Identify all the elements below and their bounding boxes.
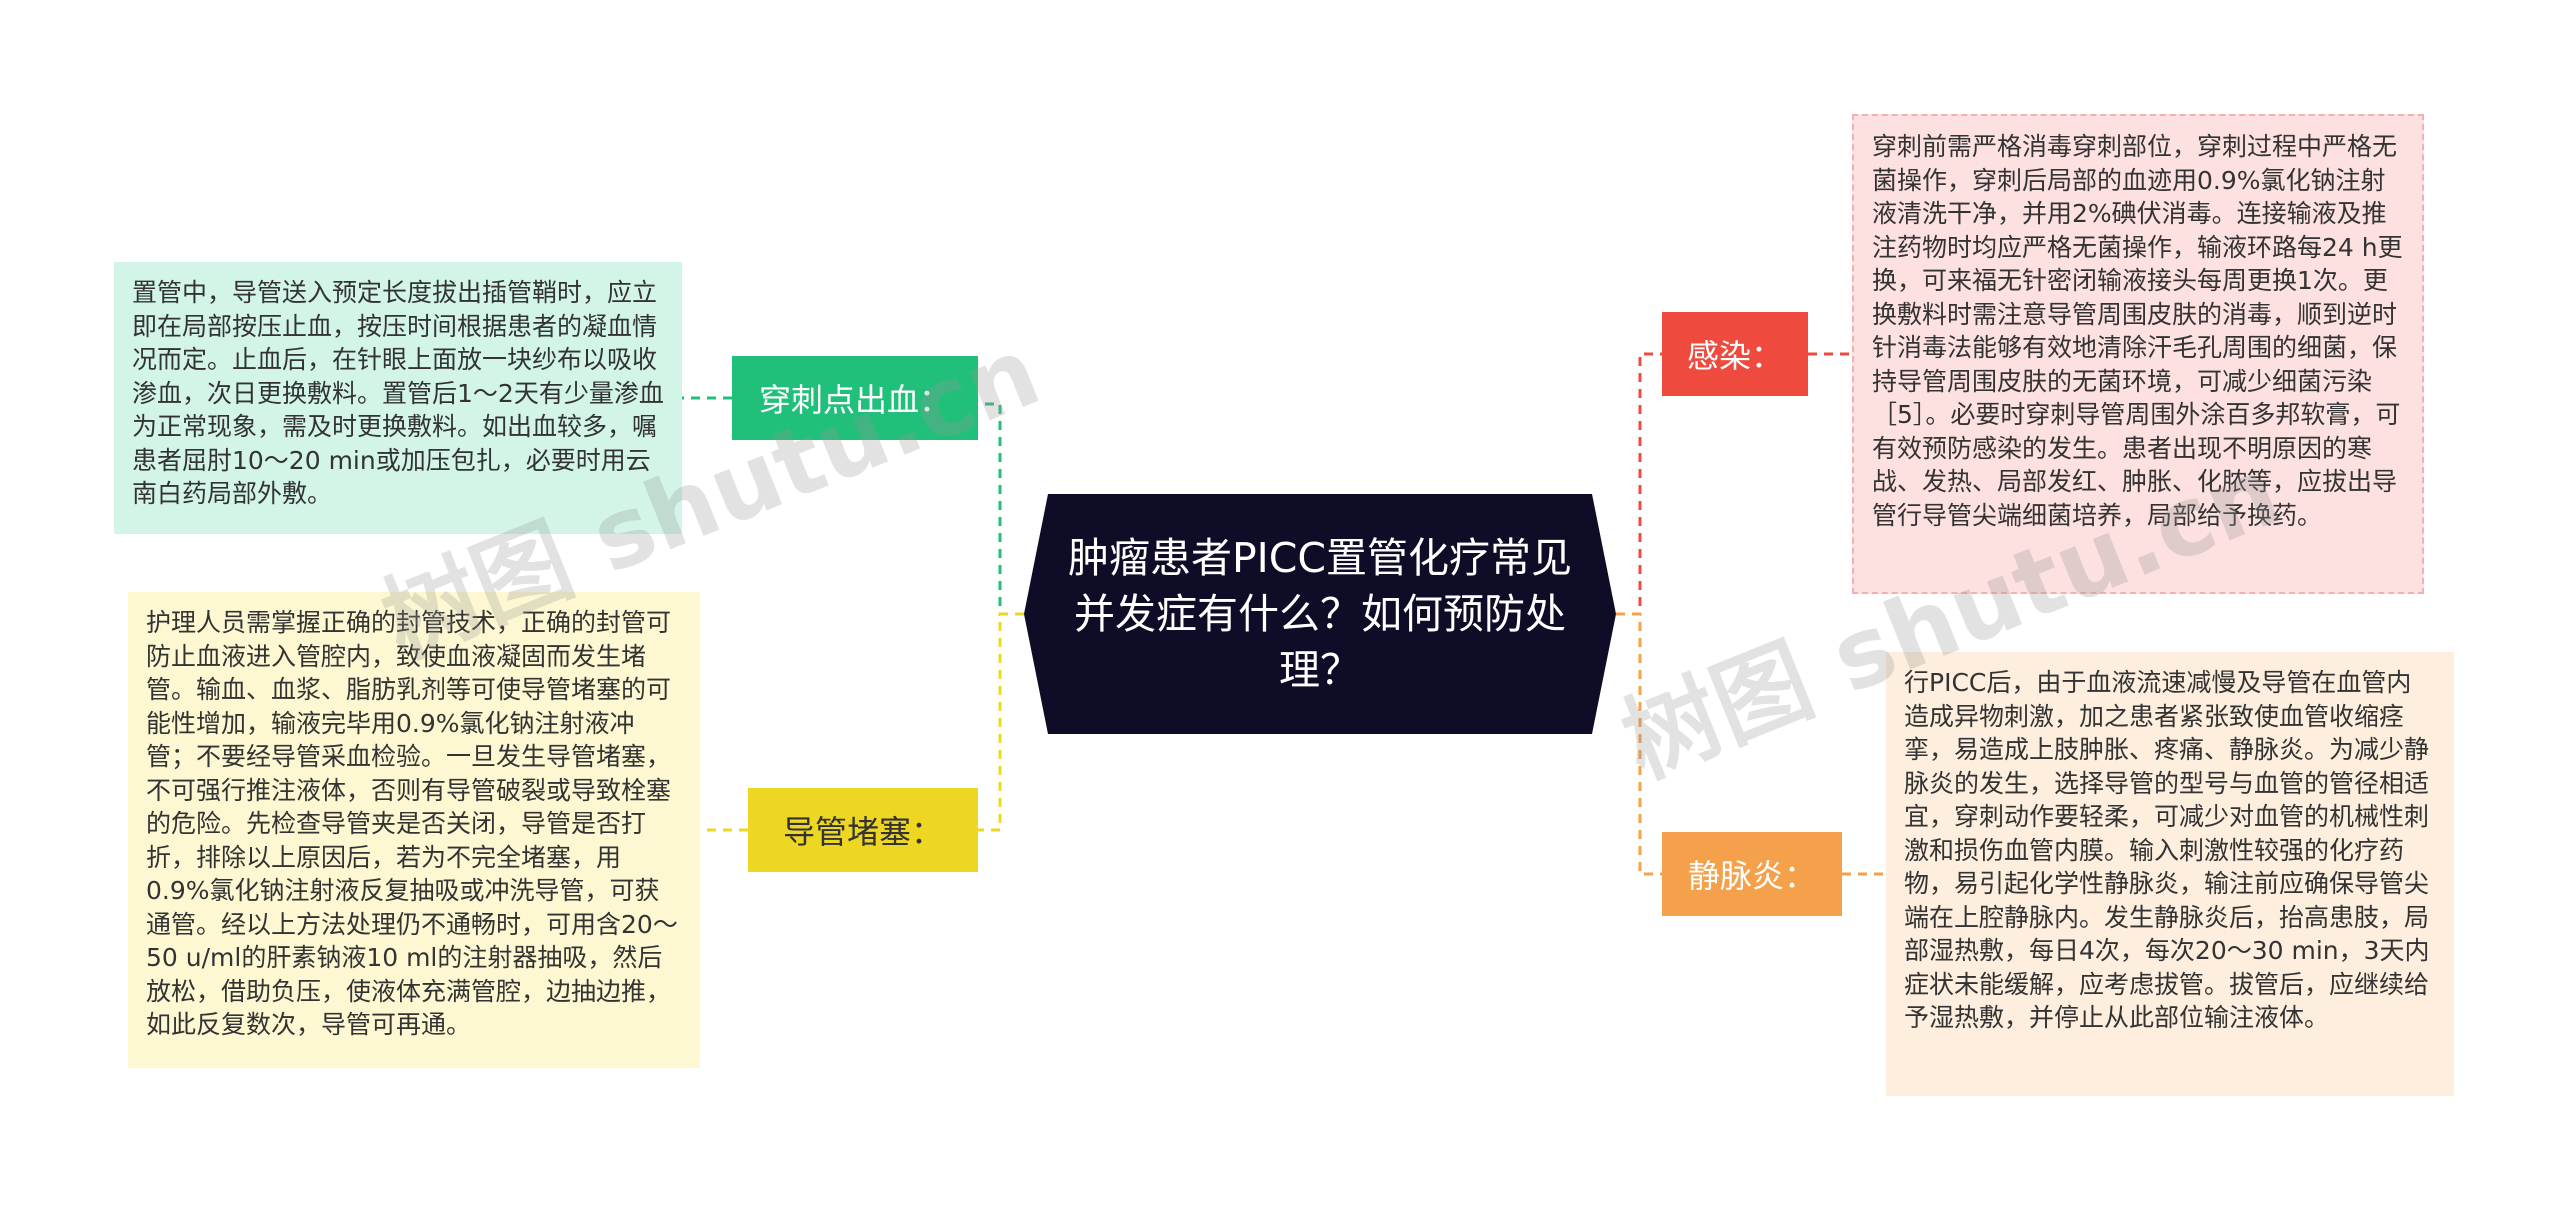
branch-phlebitis[interactable]: 静脉炎： — [1662, 832, 1842, 916]
branch-puncture-bleeding[interactable]: 穿刺点出血： — [732, 356, 978, 440]
branch-catheter-blockage[interactable]: 导管堵塞： — [748, 788, 978, 872]
central-topic-node[interactable]: 肿瘤患者PICC置管化疗常见并发症有什么？如何预防处理？ — [1024, 494, 1616, 734]
detail-puncture-bleeding: 置管中，导管送入预定长度拔出插管鞘时，应立即在局部按压止血，按压时间根据患者的凝… — [114, 262, 682, 534]
connector-center-bleeding — [978, 402, 1024, 616]
connector-center-phlebitis — [1616, 612, 1662, 876]
detail-catheter-blockage: 护理人员需掌握正确的封管技术，正确的封管可防止血液进入管腔内，致使血液凝固而发生… — [128, 592, 700, 1068]
central-topic-shape — [1024, 494, 1616, 734]
detail-phlebitis: 行PICC后，由于血液流速减慢及导管在血管内造成异物刺激，加之患者紧张致使血管收… — [1886, 652, 2454, 1096]
central-topic-title: 肿瘤患者PICC置管化疗常见并发症有什么？如何预防处理？ — [1067, 534, 1573, 694]
detail-infection: 穿刺前需严格消毒穿刺部位，穿刺过程中严格无菌操作，穿刺后局部的血迹用0.9%氯化… — [1852, 114, 2424, 594]
connector-center-infection — [1616, 352, 1662, 616]
connector-center-blockage — [978, 612, 1024, 832]
branch-infection[interactable]: 感染： — [1662, 312, 1808, 396]
